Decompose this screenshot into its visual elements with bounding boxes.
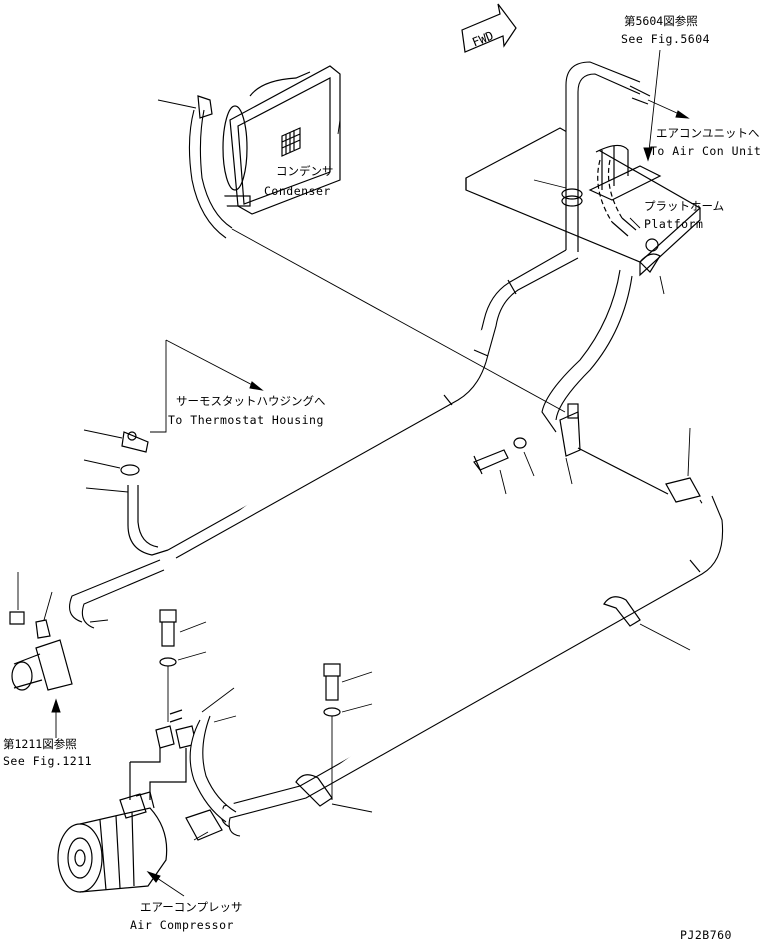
mid-clamp-assembly (473, 403, 669, 495)
aircon-pipe (561, 61, 690, 252)
platform-bracket (588, 144, 662, 201)
condenser (221, 65, 566, 413)
fig5604-en-label: See Fig.5604 (621, 32, 711, 46)
condenser-jp-label: コンデンサ (276, 164, 334, 178)
condenser-hose (157, 95, 233, 239)
main-pipe-upper (127, 249, 579, 559)
drawing-code: PJ2B760 (680, 928, 732, 942)
left-bracket (9, 572, 109, 738)
leader-lines (337, 49, 665, 295)
fig1211-en-label: See Fig.1211 (3, 754, 93, 768)
aircon-unit-en-label: To Air Con Unit (650, 144, 762, 158)
bolts-washers (159, 609, 373, 800)
condenser-en-label: Condenser (264, 184, 331, 198)
platform-en-label: Platform (644, 217, 704, 231)
lower-clamps (295, 427, 701, 813)
compressor-jp-label: エアーコンプレッサ (140, 900, 243, 914)
fig1211-jp-label: 第1211図参照 (3, 737, 77, 751)
fig5604-jp-label: 第5604図参照 (624, 14, 698, 28)
compressor-en-label: Air Compressor (130, 918, 234, 932)
platform-plate (465, 127, 702, 277)
thermostat-jp-label: サーモスタットハウジングへ (176, 394, 326, 408)
thermostat-en-label: To Thermostat Housing (168, 413, 324, 427)
air-compressor (57, 791, 185, 897)
platform-jp-label: プラットホーム (644, 199, 725, 213)
dashed-hose (597, 159, 661, 273)
fwd-arrow-sign: FWD (461, 3, 517, 53)
thermostat-fittings (83, 339, 264, 493)
compressor-hoses (129, 687, 237, 841)
main-pipe-lower (69, 495, 724, 837)
aircon-unit-jp-label: エアコンユニットへ (656, 126, 760, 140)
mid-hose (541, 269, 633, 433)
fwd-sign-text: FWD (470, 28, 495, 49)
